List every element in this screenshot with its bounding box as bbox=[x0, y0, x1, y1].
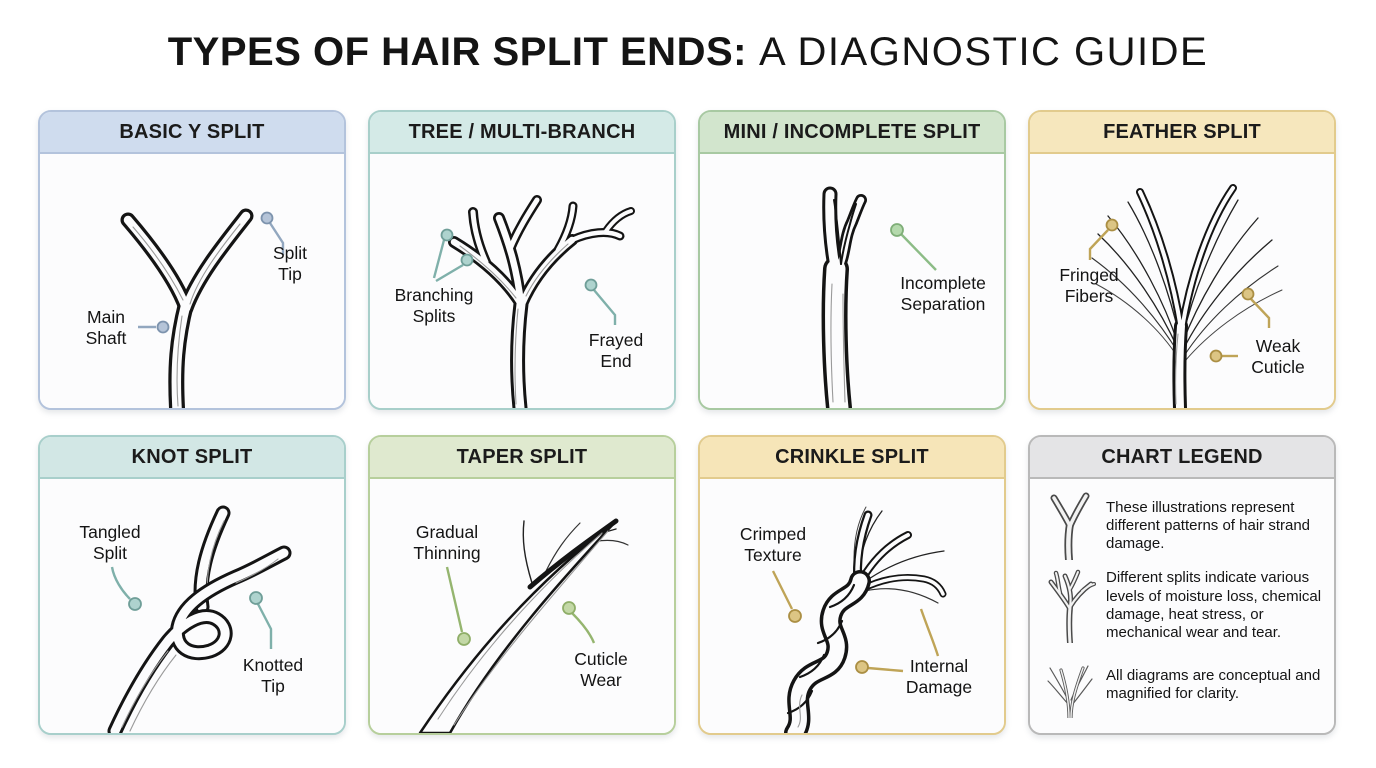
panel-chart-legend-title: CHART LEGEND bbox=[1030, 437, 1334, 479]
legend-item-conceptual: All diagrams are conceptual and magnifie… bbox=[1042, 652, 1322, 718]
panel-tree-multi-branch-title: TREE / MULTI-BRANCH bbox=[370, 112, 674, 154]
panel-mini-incomplete-split-body: Incomplete Separation bbox=[700, 154, 1004, 408]
crimped-texture-callout bbox=[771, 570, 802, 623]
y-split-icon bbox=[1042, 492, 1098, 560]
taper-split-illustration bbox=[418, 518, 629, 733]
label-main-shaft: Main Shaft bbox=[85, 307, 127, 348]
incomplete-separation-callout bbox=[890, 223, 937, 271]
label-knotted-tip: Knotted Tip bbox=[242, 655, 304, 696]
legend-text-patterns: These illustrations represent different … bbox=[1106, 498, 1311, 553]
panel-crinkle-split-title: CRINKLE SPLIT bbox=[700, 437, 1004, 479]
panel-feather-split-body: Fringed Fibers Weak Cuticle bbox=[1030, 154, 1334, 408]
panel-mini-incomplete-split-title: MINI / INCOMPLETE SPLIT bbox=[700, 112, 1004, 154]
legend-item-patterns: These illustrations represent different … bbox=[1042, 492, 1322, 560]
panel-taper-split: TAPER SPLIT Gradual Thi bbox=[368, 435, 676, 735]
panel-knot-split-title: KNOT SPLIT bbox=[40, 437, 344, 479]
main-shaft-callout bbox=[138, 320, 170, 334]
tangled-split-callout bbox=[110, 566, 142, 611]
crinkle-split-illustration bbox=[771, 506, 947, 733]
legend-item-severity: Different splits indicate various levels… bbox=[1042, 569, 1322, 643]
frayed-end-callout bbox=[584, 278, 617, 325]
label-gradual-thinning: Gradual Thinning bbox=[413, 522, 481, 563]
y-split-illustration bbox=[120, 208, 285, 408]
panel-chart-legend: CHART LEGEND These illustrations represe… bbox=[1028, 435, 1336, 735]
page-title-regular: A DIAGNOSTIC GUIDE bbox=[758, 30, 1209, 74]
gradual-thinning-callout bbox=[445, 566, 471, 646]
feather-split-illustration bbox=[1088, 184, 1283, 408]
fringed-fibers-callout bbox=[1088, 218, 1119, 260]
feather-icon bbox=[1042, 652, 1098, 718]
branching-splits-callout bbox=[432, 228, 474, 283]
panel-knot-split-body: Tangled Split Knotted Tip bbox=[40, 479, 344, 733]
label-frayed-end: Frayed End bbox=[588, 330, 644, 371]
label-weak-cuticle: Weak Cuticle bbox=[1251, 336, 1305, 377]
multi-branch-illustration bbox=[432, 195, 635, 408]
label-internal-damage: Internal Damage bbox=[905, 656, 973, 697]
page-title: TYPES OF HAIR SPLIT ENDS:A DIAGNOSTIC GU… bbox=[0, 30, 1376, 75]
panel-grid: BASIC Y SPLIT bbox=[38, 110, 1338, 735]
legend-text-conceptual: All diagrams are conceptual and magnifie… bbox=[1106, 666, 1321, 702]
multi-branch-icon bbox=[1042, 569, 1098, 643]
panel-knot-split: KNOT SPLIT Tangled Spli bbox=[38, 435, 346, 735]
split-tip-callout bbox=[260, 211, 285, 255]
panel-basic-y-split: BASIC Y SPLIT bbox=[38, 110, 346, 410]
panel-basic-y-split-body: Split Tip Main Shaft bbox=[40, 154, 344, 408]
panel-feather-split: FEATHER SPLIT bbox=[1028, 110, 1336, 410]
label-incomplete-separation: Incomplete Separation bbox=[900, 273, 986, 314]
label-split-tip: Split Tip bbox=[272, 243, 308, 284]
panel-chart-legend-body: These illustrations represent different … bbox=[1030, 479, 1334, 733]
cuticle-wear-callout bbox=[562, 601, 596, 644]
panel-taper-split-title: TAPER SPLIT bbox=[370, 437, 674, 479]
knotted-tip-callout bbox=[249, 591, 273, 649]
panel-taper-split-body: Gradual Thinning Cuticle Wear bbox=[370, 479, 674, 733]
panel-feather-split-title: FEATHER SPLIT bbox=[1030, 112, 1334, 154]
label-fringed-fibers: Fringed Fibers bbox=[1059, 265, 1119, 306]
label-cuticle-wear: Cuticle Wear bbox=[574, 649, 628, 690]
weak-cuticle-callout bbox=[1209, 287, 1271, 363]
page-title-bold: TYPES OF HAIR SPLIT ENDS: bbox=[167, 30, 747, 74]
panel-mini-incomplete-split: MINI / INCOMPLETE SPLIT Incomplete Separ… bbox=[698, 110, 1006, 410]
label-branching-splits: Branching Splits bbox=[394, 285, 474, 326]
incomplete-split-illustration bbox=[821, 186, 937, 408]
panel-tree-multi-branch: TREE / MULTI-BRANCH bbox=[368, 110, 676, 410]
panel-tree-multi-branch-body: Branching Splits Frayed End bbox=[370, 154, 674, 408]
panel-basic-y-split-title: BASIC Y SPLIT bbox=[40, 112, 344, 154]
label-crimped-texture: Crimped Texture bbox=[739, 524, 807, 565]
internal-damage-callout bbox=[855, 608, 940, 674]
panel-crinkle-split-body: Crimped Texture Internal Damage bbox=[700, 479, 1004, 733]
panel-crinkle-split: CRINKLE SPLIT bbox=[698, 435, 1006, 735]
knot-split-illustration bbox=[107, 505, 292, 733]
legend-text-severity: Different splits indicate various levels… bbox=[1106, 569, 1322, 642]
label-tangled-split: Tangled Split bbox=[79, 522, 141, 563]
